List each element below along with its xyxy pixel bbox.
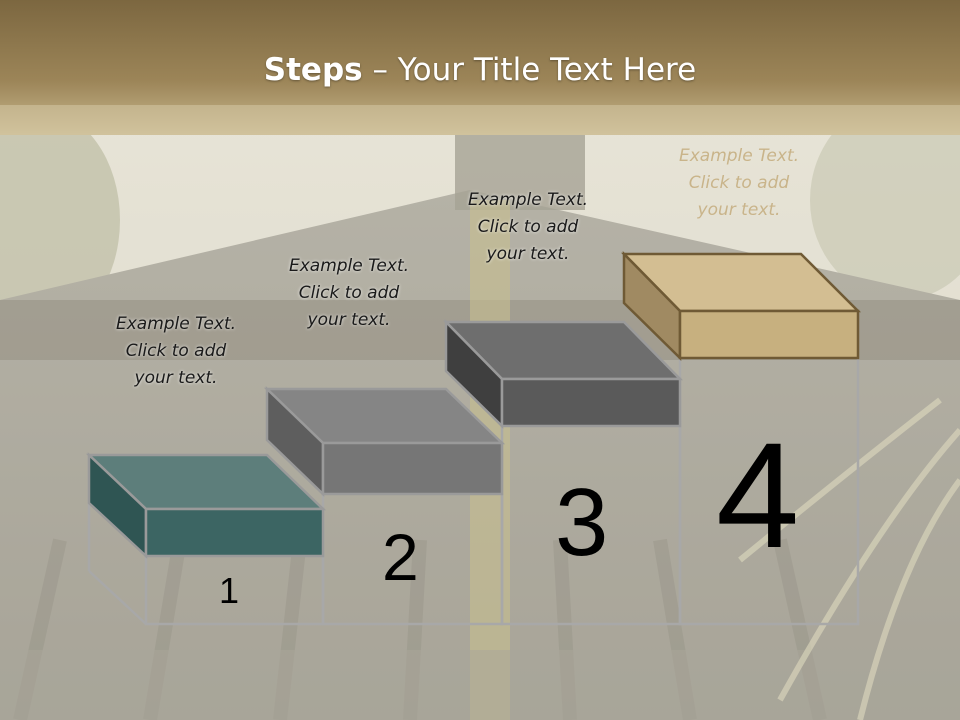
step-3-line-3: your text.	[486, 244, 570, 264]
slide-title[interactable]: Steps – Your Title Text Here	[0, 52, 960, 88]
step-base-left	[88, 570, 147, 625]
step-2-line-3: your text.	[307, 310, 391, 330]
step-4-number: 4	[716, 411, 800, 579]
step-4-line-3: your text.	[697, 200, 781, 220]
title-rest: – Your Title Text Here	[362, 52, 697, 88]
step-1-number: 1	[219, 570, 240, 611]
step-1-box	[85, 452, 327, 559]
step-2-line-2: Click to add	[298, 283, 400, 303]
step-3-text[interactable]: Example Text. Click to add your text.	[438, 187, 618, 268]
step-4-box	[621, 250, 862, 361]
step-3-line-1: Example Text.	[467, 190, 589, 210]
step-2-box	[263, 386, 506, 497]
step-4-text[interactable]: Example Text. Click to add your text.	[649, 143, 829, 224]
step-4-line-2: Click to add	[688, 173, 790, 193]
step-1-text[interactable]: Example Text. Click to add your text.	[86, 311, 266, 392]
step-4-column	[678, 358, 860, 626]
step-3-number: 3	[555, 469, 609, 576]
step-2-number: 2	[382, 520, 419, 594]
step-1-line-3: your text.	[134, 368, 218, 388]
step-4-line-1: Example Text.	[678, 146, 800, 166]
step-2-text[interactable]: Example Text. Click to add your text.	[259, 253, 439, 334]
step-1-line-1: Example Text.	[115, 314, 237, 334]
step-3-line-2: Click to add	[477, 217, 579, 237]
title-bold: Steps	[263, 52, 363, 88]
step-2-line-1: Example Text.	[288, 256, 410, 276]
step-3-box	[443, 318, 683, 429]
step-1-line-2: Click to add	[125, 341, 227, 361]
